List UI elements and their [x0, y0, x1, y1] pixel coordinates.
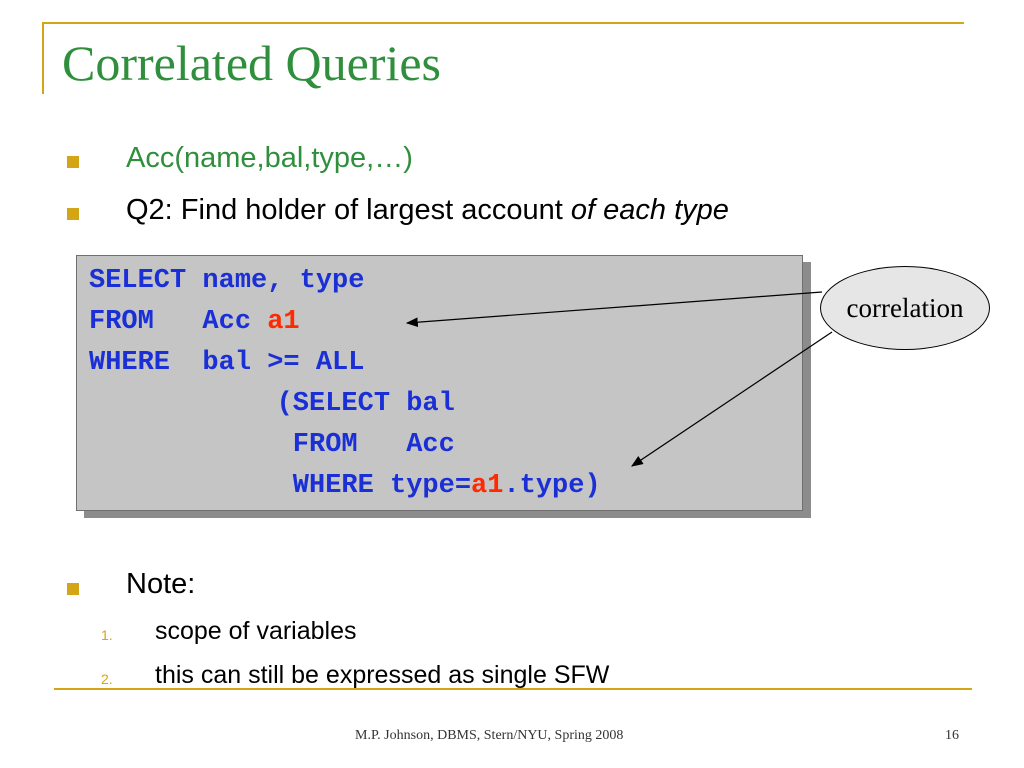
- code-alias-a1-ref: a1: [471, 471, 504, 501]
- code-type-close: .type): [503, 471, 601, 501]
- sublist-number: 1.: [101, 627, 113, 643]
- bullet-square-icon: [67, 156, 79, 168]
- code-line-1: SELECT name, type: [89, 266, 365, 296]
- frame-left-rule: [42, 22, 44, 94]
- bullet-note: Note:: [126, 568, 196, 600]
- page-number: 16: [945, 728, 959, 743]
- code-where-type: WHERE type=: [228, 471, 472, 501]
- bullet-acc-schema: Acc(name,bal,type,…): [126, 142, 413, 174]
- bullet-q2-plain: Q2: Find holder of largest account: [126, 194, 571, 226]
- footer-credit: M.P. Johnson, DBMS, Stern/NYU, Spring 20…: [355, 728, 624, 743]
- code-from-acc: FROM Acc: [89, 307, 268, 337]
- sublist-item: this can still be expressed as single SF…: [155, 661, 610, 689]
- bullet-square-icon: [67, 208, 79, 220]
- frame-top-rule: [42, 22, 964, 24]
- bullet-q2: Q2: Find holder of largest account of ea…: [126, 193, 729, 228]
- code-alias-a1: a1: [267, 307, 300, 337]
- bullet-square-icon: [67, 583, 79, 595]
- slide-title: Correlated Queries: [62, 35, 442, 91]
- sublist-item: scope of variables: [155, 617, 357, 645]
- sublist-number: 2.: [101, 671, 113, 687]
- code-line-2: FROM Acc a1: [89, 309, 300, 336]
- code-line-5: FROM Acc: [228, 430, 455, 460]
- code-line-4: (SELECT bal: [228, 389, 455, 419]
- bullet-q2-italic: of each type: [570, 194, 729, 226]
- code-line-3: WHERE bal >= ALL: [89, 348, 365, 378]
- correlation-callout: correlation: [820, 266, 990, 350]
- frame-bottom-rule: [54, 688, 972, 690]
- code-line-6: WHERE type=a1.type): [228, 473, 601, 500]
